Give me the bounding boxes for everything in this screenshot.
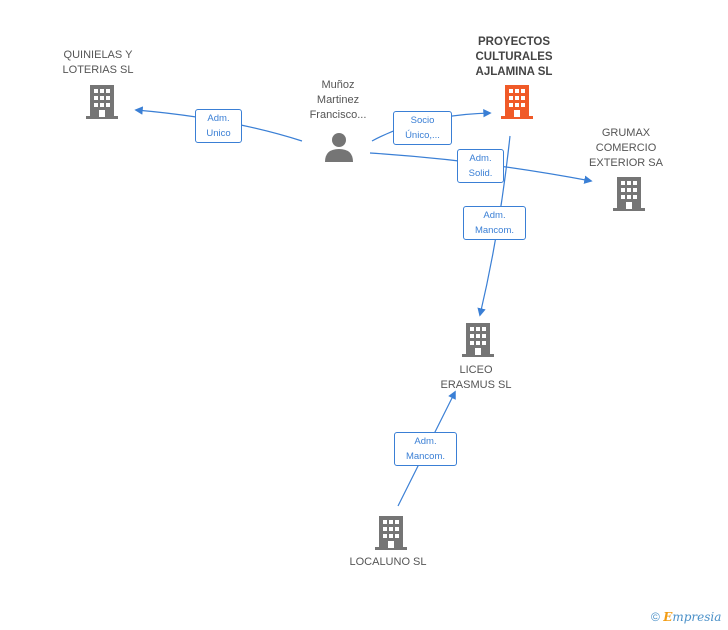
building-icon[interactable] [613,177,645,211]
brand-logo-e: E [663,610,673,624]
node-label-quinielas: QUINIELAS Y LOTERIAS SL [62,49,134,76]
edge-label-adm-solid[interactable]: Adm. Solid. [457,149,504,183]
node-label-grumax: GRUMAX COMERCIO EXTERIOR SA [589,127,663,169]
copyright-symbol: © [651,610,660,624]
node-label-proyectos: PROYECTOS CULTURALES AJLAMINA SL [475,36,553,78]
footer-brand: © Empresia [651,610,721,624]
node-label-liceo: LICEO ERASMUS SL [440,364,512,391]
building-icon[interactable] [86,85,118,119]
building-icon[interactable] [375,516,407,550]
edge-label-adm-mancom-2[interactable]: Adm. Mancom. [394,432,457,466]
building-icon[interactable] [462,323,494,357]
person-icon[interactable] [324,132,354,162]
edge-label-adm-unico[interactable]: Adm. Unico [195,109,242,143]
node-label-person: Muñoz Martinez Francisco... [309,79,367,121]
building-icon-main[interactable] [501,85,533,119]
brand-logo-text: mpresia [672,610,722,624]
node-label-localuno: LOCALUNO SL [349,556,427,568]
edge-label-socio-unico[interactable]: Socio Único,... [393,111,452,145]
edge-label-adm-mancom-1[interactable]: Adm. Mancom. [463,206,526,240]
